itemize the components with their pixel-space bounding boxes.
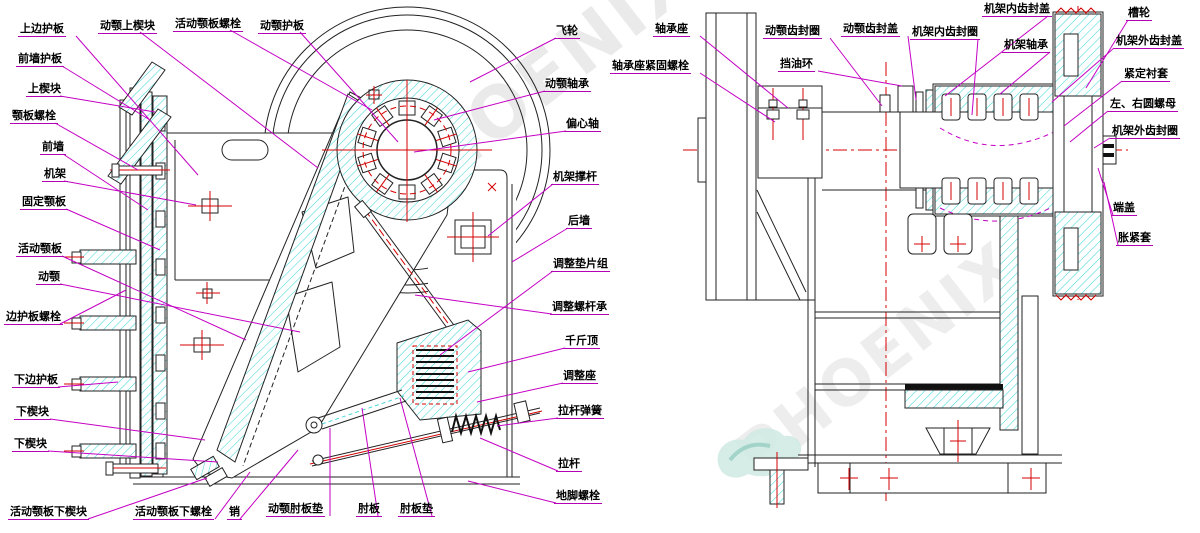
part-label-adjusting-screw: 调整螺杆承 — [550, 300, 609, 315]
part-label-frame-bearing: 机架轴承 — [1002, 38, 1050, 53]
part-label-frame-stay: 机架撑杆 — [551, 170, 599, 185]
part-label-jack: 千斤顶 — [563, 334, 600, 349]
part-label-locking-bush: 紧定衬套 — [1122, 67, 1170, 82]
part-label-upper-wedge: 上楔块 — [26, 82, 63, 97]
bearing-rollers — [357, 98, 457, 202]
part-label-bearing-seat-bolt: 轴承座紧固螺栓 — [610, 59, 691, 74]
part-label-jaw-bearing: 动颚轴承 — [543, 77, 591, 92]
part-label-front-wall: 前墙 — [40, 140, 66, 155]
part-label-moving-jaw-plate: 活动颚板 — [16, 242, 64, 257]
part-label-frame-outer-seal-cover: 机架外齿封盖 — [1114, 34, 1184, 49]
right-diagram-shaft-section — [683, 6, 1128, 508]
part-label-moving-plate-lower-wedge: 活动颚板下楔块 — [8, 505, 89, 520]
part-label-moving-plate-bolt: 活动颚板螺栓 — [173, 17, 243, 32]
part-label-fixed-jaw-plate: 固定颚板 — [20, 195, 68, 210]
part-label-flywheel: 飞轮 — [554, 24, 580, 39]
part-label-frame: 机架 — [42, 167, 68, 182]
part-label-anchor-bolt: 地脚螺栓 — [554, 489, 602, 504]
part-label-jaw-guard: 动颚护板 — [258, 19, 306, 34]
part-label-side-guard-bolt: 边护板螺栓 — [4, 310, 63, 325]
part-label-jaw-toggle-seat: 动颚肘板垫 — [266, 502, 325, 517]
left-diagram-section-view — [64, 6, 551, 488]
part-label-adjusting-seat: 调整座 — [561, 369, 598, 384]
part-label-end-cover: 端盖 — [1111, 201, 1137, 216]
part-label-round-nuts: 左、右圆螺母 — [1108, 97, 1178, 112]
part-label-pin: 销 — [227, 505, 242, 520]
part-label-moving-plate-lower-bolt: 活动颚板下螺栓 — [133, 505, 214, 520]
part-label-frame-inner-seal-ring: 机架内齿封圈 — [910, 25, 980, 40]
part-label-rear-wall: 后墙 — [566, 214, 592, 229]
part-label-bearing-seat: 轴承座 — [653, 22, 690, 37]
part-label-lower-wedge-2: 下楔块 — [12, 437, 49, 452]
part-label-toggle-plate: 肘板 — [356, 502, 382, 517]
part-label-shim-group: 调整垫片组 — [551, 257, 610, 272]
part-label-jaw-plate-bolt: 颚板螺栓 — [10, 109, 58, 124]
part-label-toggle-seat: 肘板垫 — [398, 502, 435, 517]
part-label-tie-rod: 拉杆 — [556, 457, 582, 472]
part-label-tie-rod-spring: 拉杆弹簧 — [556, 404, 604, 419]
part-label-lower-edge-guard: 下边护板 — [12, 373, 60, 388]
part-label-moving-jaw: 动颚 — [36, 270, 62, 285]
part-label-eccentric-shaft: 偏心轴 — [564, 117, 601, 132]
part-label-jaw-upper-wedge: 动颚上楔块 — [98, 19, 157, 34]
part-label-sheave: 槽轮 — [1126, 6, 1152, 21]
part-label-oil-ring: 挡油环 — [778, 57, 815, 72]
part-label-jaw-seal-cover: 动颚齿封盖 — [841, 22, 900, 37]
part-label-top-edge-guard: 上边护板 — [18, 22, 66, 37]
part-label-frame-outer-seal-ring: 机架外齿封圈 — [1110, 124, 1180, 139]
part-label-front-wall-guard: 前墙护板 — [16, 52, 64, 67]
part-label-lower-wedge-1: 下楔块 — [14, 405, 51, 420]
part-label-jaw-seal-ring: 动颚齿封圈 — [763, 24, 822, 39]
leader-lines — [47, 15, 1129, 520]
part-label-expansion-sleeve: 胀紧套 — [1116, 231, 1153, 246]
part-label-frame-inner-seal-cover: 机架内齿封盖 — [982, 2, 1052, 17]
